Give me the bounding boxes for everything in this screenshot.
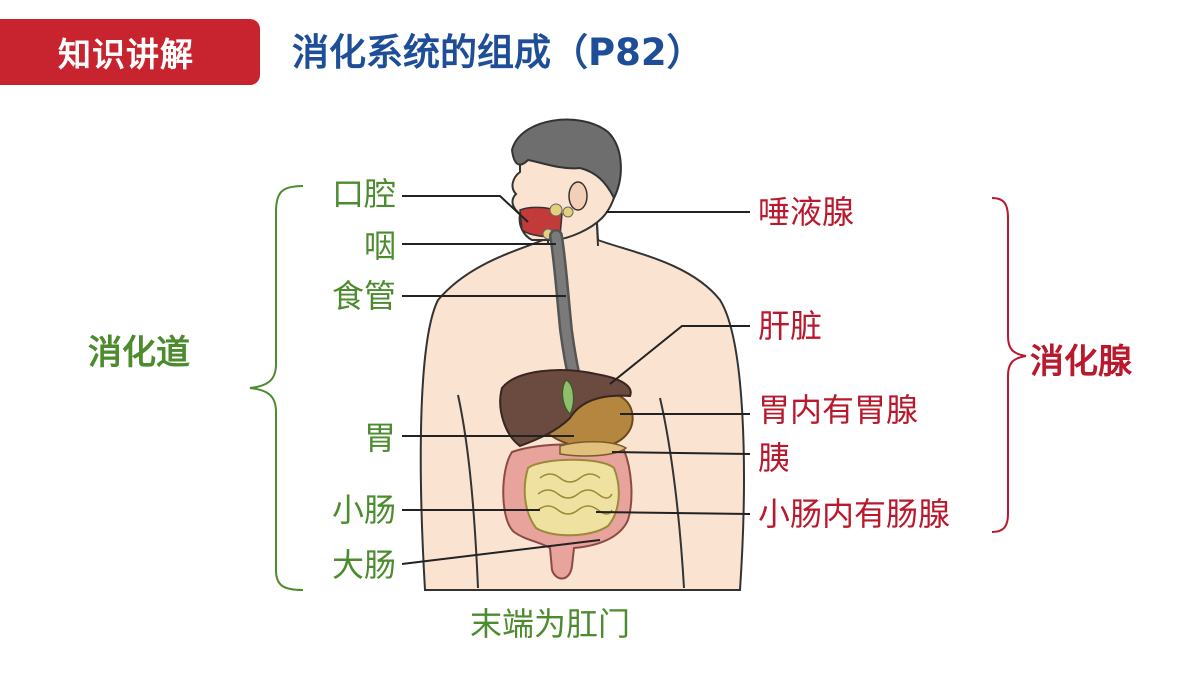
label-intestinal: 小肠内有肠腺 <box>758 495 951 533</box>
label-gastric: 胃内有胃腺 <box>758 391 919 429</box>
leader-liver <box>609 325 750 385</box>
human-torso-illustration <box>419 118 745 591</box>
group-label-glands: 消化腺 <box>1030 342 1132 382</box>
tract-brace <box>249 185 304 591</box>
leader-pancreas <box>611 451 751 455</box>
label-esophagus: 食管 <box>331 277 396 315</box>
group-label-tract: 消化道 <box>88 333 190 373</box>
section-badge: 知识讲解 <box>0 19 260 85</box>
label-pharynx: 咽 <box>363 227 396 265</box>
label-pancreas: 胰 <box>758 439 791 477</box>
label-large-intestine: 大肠 <box>331 546 396 584</box>
page-title: 消化系统的组成（P82） <box>292 31 704 74</box>
label-salivary: 唾液腺 <box>758 193 855 231</box>
label-small-intestine: 小肠 <box>331 491 396 529</box>
footer-note: 末端为肛门 <box>470 605 631 643</box>
glands-brace <box>991 197 1027 533</box>
label-liver: 肝脏 <box>758 307 823 345</box>
label-stomach: 胃 <box>363 419 396 457</box>
label-mouth: 口腔 <box>331 175 396 213</box>
leader-mouth <box>402 195 529 223</box>
leader-intestinal <box>595 511 751 515</box>
leader-large-intestine <box>401 539 601 565</box>
